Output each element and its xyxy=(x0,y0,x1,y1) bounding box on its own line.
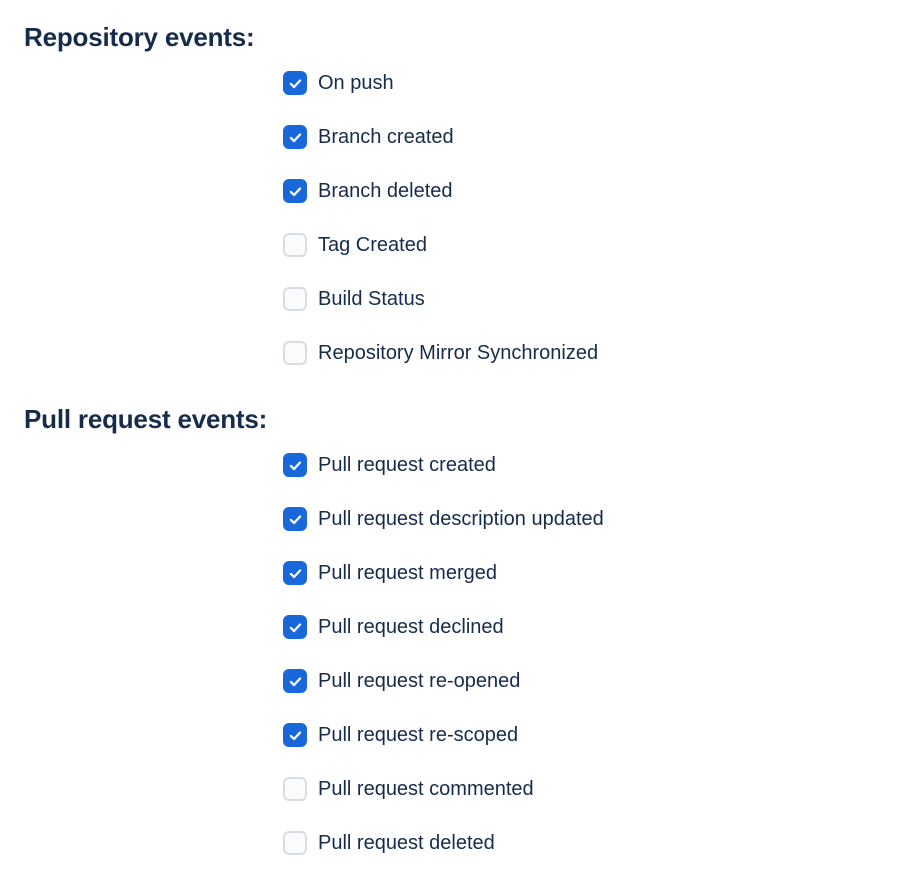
checkbox-row[interactable]: Tag Created xyxy=(0,218,914,272)
checkbox-row[interactable]: Branch created xyxy=(0,110,914,164)
checkbox-row[interactable]: Build Status xyxy=(0,272,914,326)
checkbox-row[interactable]: Pull request description updated xyxy=(0,492,914,546)
checkbox-label: Pull request created xyxy=(318,454,496,476)
checkbox-label: Branch created xyxy=(318,126,454,148)
checkbox[interactable] xyxy=(283,179,307,203)
checkbox-label: Tag Created xyxy=(318,234,427,256)
checkbox[interactable] xyxy=(283,723,307,747)
section-heading: Pull request events: xyxy=(24,404,268,434)
checkmark-icon xyxy=(289,460,301,470)
checkmark-icon xyxy=(289,622,301,632)
checkbox[interactable] xyxy=(283,669,307,693)
checkbox[interactable] xyxy=(283,287,307,311)
checkbox-row[interactable]: Branch deleted xyxy=(0,164,914,218)
checkbox-label: Pull request merged xyxy=(318,562,497,584)
checkbox-row[interactable]: Pull request commented xyxy=(0,762,914,816)
section-heading: Repository events: xyxy=(24,22,255,52)
checkbox-label: Pull request re-scoped xyxy=(318,724,519,746)
event-section: Pull request events: Pull request create… xyxy=(0,404,914,870)
checkmark-icon xyxy=(289,568,301,578)
checkbox-label: Pull request description updated xyxy=(318,508,604,530)
checkbox-row[interactable]: Pull request re-opened xyxy=(0,654,914,708)
checkmark-icon xyxy=(289,132,301,142)
checkbox[interactable] xyxy=(283,233,307,257)
checkbox[interactable] xyxy=(283,777,307,801)
event-section: Repository events: On push Branch create… xyxy=(0,22,914,380)
checkbox-label: On push xyxy=(318,72,394,94)
checkbox[interactable] xyxy=(283,341,307,365)
checkbox-row[interactable]: Pull request declined xyxy=(0,600,914,654)
checkbox[interactable] xyxy=(283,507,307,531)
checkmark-icon xyxy=(289,730,301,740)
checkbox-group: Pull request created Pull request descri… xyxy=(0,438,914,870)
checkbox-label: Pull request commented xyxy=(318,778,534,800)
checkbox-label: Pull request deleted xyxy=(318,832,495,854)
checkbox-label: Repository Mirror Synchronized xyxy=(318,342,599,364)
checkbox-group: On push Branch created Branch deleted Ta… xyxy=(0,56,914,380)
checkbox[interactable] xyxy=(283,831,307,855)
checkbox-label: Build Status xyxy=(318,288,425,310)
checkbox-row[interactable]: Repository Mirror Synchronized xyxy=(0,326,914,380)
checkbox[interactable] xyxy=(283,125,307,149)
checkbox-row[interactable]: Pull request created xyxy=(0,438,914,492)
checkbox[interactable] xyxy=(283,453,307,477)
checkmark-icon xyxy=(289,676,301,686)
checkbox-label: Pull request re-opened xyxy=(318,670,521,692)
checkbox-label: Branch deleted xyxy=(318,180,453,202)
checkbox-row[interactable]: Pull request deleted xyxy=(0,816,914,870)
checkbox-row[interactable]: Pull request merged xyxy=(0,546,914,600)
checkbox-label: Pull request declined xyxy=(318,616,504,638)
checkbox-row[interactable]: On push xyxy=(0,56,914,110)
checkbox[interactable] xyxy=(283,71,307,95)
checkbox[interactable] xyxy=(283,615,307,639)
checkmark-icon xyxy=(289,514,301,524)
checkmark-icon xyxy=(289,186,301,196)
checkbox-row[interactable]: Pull request re-scoped xyxy=(0,708,914,762)
checkmark-icon xyxy=(289,78,301,88)
checkbox[interactable] xyxy=(283,561,307,585)
